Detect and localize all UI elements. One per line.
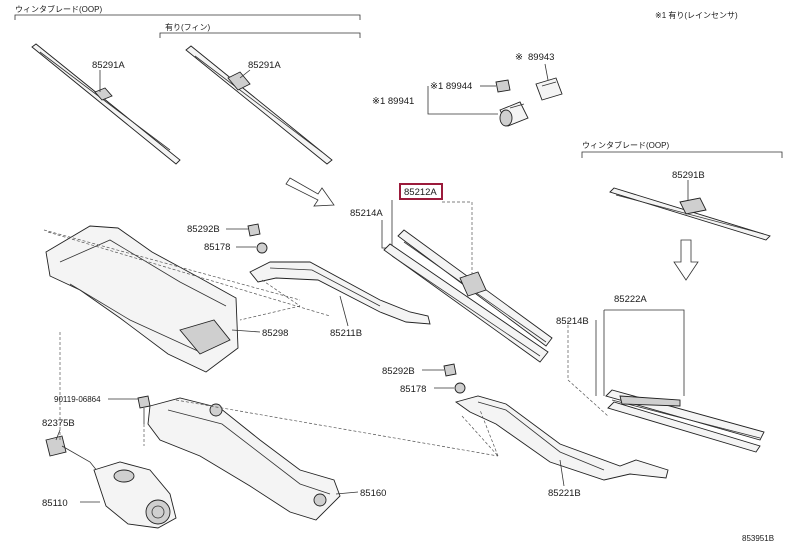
right-group-bracket [581, 151, 783, 158]
label-85221B[interactable]: 85221B [548, 488, 581, 499]
leader-85212A-b [442, 201, 473, 282]
leader-89941 [427, 86, 498, 115]
direction-arrow-2 [673, 239, 699, 281]
wiper-blade-assembly-85222A[interactable] [605, 389, 765, 453]
diagram-code: 853951B [742, 534, 774, 543]
label-89943[interactable]: 89943 [528, 52, 554, 63]
wiper-link-85160[interactable] [147, 397, 341, 521]
rain-sensor-89941[interactable] [499, 101, 529, 127]
wiper-blade-assembly-85212A[interactable] [383, 229, 553, 363]
connector-82375B[interactable] [45, 435, 99, 473]
left-group-title: ウィンタブレード(OOP) [15, 4, 102, 14]
dash-85221B [461, 409, 499, 457]
label-90119-06864[interactable]: 90119-06864 [54, 395, 101, 404]
label-89943-mark: ※ [515, 52, 523, 63]
label-85178-2[interactable]: 85178 [400, 384, 426, 395]
label-85291A-1[interactable]: 85291A [92, 60, 125, 71]
label-89941[interactable]: ※1 89941 [372, 96, 414, 107]
leader-85160 [335, 491, 359, 495]
clip-85292B-2[interactable] [443, 363, 457, 377]
label-85178-1[interactable]: 85178 [204, 242, 230, 253]
right-group-title: ウィンタブレード(OOP) [582, 140, 669, 150]
highlight-85212A [399, 183, 443, 200]
label-85291B[interactable]: 85291B [672, 170, 705, 181]
nut-85178-1[interactable] [256, 242, 268, 254]
wiper-arm-85221B[interactable] [454, 395, 669, 481]
direction-arrow-1 [285, 177, 335, 207]
label-89944[interactable]: ※1 89944 [430, 81, 472, 92]
label-85291A-2[interactable]: 85291A [248, 60, 281, 71]
leader-85222A [604, 309, 685, 396]
label-85292B-2[interactable]: 85292B [382, 366, 415, 377]
wiper-arm-85211B[interactable] [249, 261, 431, 325]
leader-89943 [544, 63, 549, 81]
label-85110[interactable]: 85110 [42, 498, 68, 509]
rain-sensor-note: ※1 有り(レインセンサ) [655, 10, 738, 20]
dash-85211B [239, 279, 301, 321]
label-85298[interactable]: 85298 [262, 328, 288, 339]
dash-85160 [59, 330, 499, 457]
wiper-blade-85291A-left[interactable] [31, 43, 181, 165]
label-85214B[interactable]: 85214B [556, 316, 589, 327]
leader-85214B-b [567, 320, 609, 417]
nut-85178-2[interactable] [454, 382, 466, 394]
leader-85291A-2 [239, 69, 251, 79]
label-85292B-1[interactable]: 85292B [187, 224, 220, 235]
wiper-motor-85110[interactable] [93, 461, 177, 529]
left-group-bracket [14, 14, 361, 38]
leader-85221B [559, 459, 565, 487]
left-group-subtitle: 有り(フィン) [165, 22, 211, 32]
wiper-blade-85291B[interactable] [609, 187, 771, 241]
label-85222A[interactable]: 85222A [614, 294, 647, 305]
leader-85298 [231, 329, 261, 333]
leader-85211B [339, 295, 349, 327]
label-85214A[interactable]: 85214A [350, 208, 383, 219]
dash-85298 [43, 229, 331, 317]
rain-sensor-cover-89943[interactable] [535, 77, 563, 101]
wiper-blade-85291A-right[interactable] [185, 45, 333, 165]
label-85212A[interactable]: 85212A [404, 187, 437, 198]
clip-85292B-1[interactable] [247, 223, 261, 237]
label-85160[interactable]: 85160 [360, 488, 386, 499]
label-85211B[interactable]: 85211B [330, 328, 362, 339]
label-82375B[interactable]: 82375B [42, 418, 75, 429]
rain-sensor-pad-89944[interactable] [495, 79, 511, 93]
leader-82375B [55, 429, 61, 441]
